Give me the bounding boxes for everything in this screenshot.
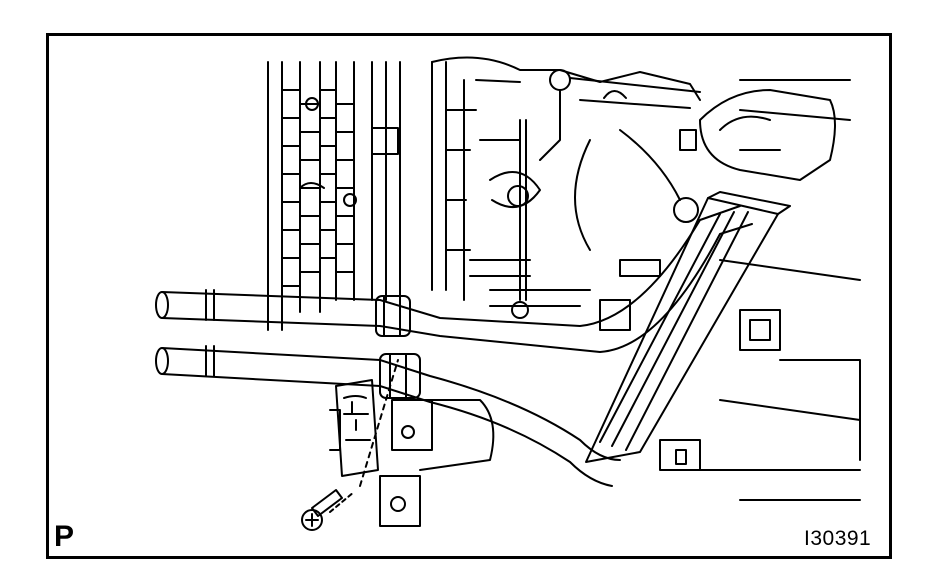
figure-id: I30391 — [804, 527, 872, 550]
view-letter: P — [54, 520, 75, 553]
right-duct — [659, 79, 861, 501]
heater-core-unit — [585, 191, 791, 463]
heater-housing — [431, 56, 701, 331]
lower-heater-pipe — [155, 345, 621, 487]
pipe-clamp — [329, 379, 495, 527]
screw — [301, 359, 399, 531]
radiator-core — [267, 61, 401, 331]
figure-frame — [46, 33, 892, 559]
upper-heater-pipe — [155, 205, 753, 353]
